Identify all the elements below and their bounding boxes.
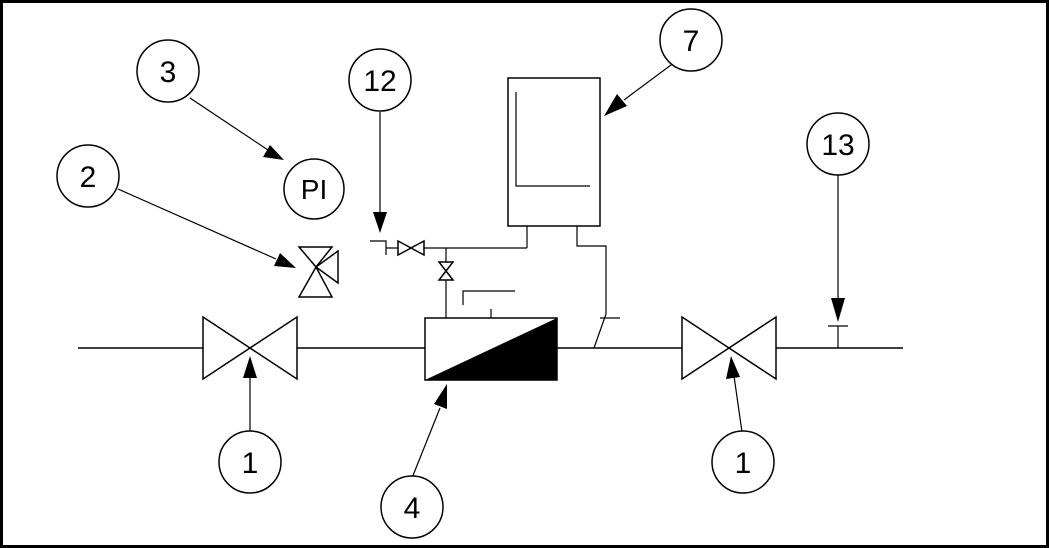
- arrow-12: [373, 212, 387, 233]
- svg-text:3: 3: [160, 56, 177, 89]
- svg-text:1: 1: [735, 447, 752, 480]
- arrow-4: [434, 384, 447, 409]
- arrow-2: [274, 253, 296, 268]
- arrow-7: [604, 94, 627, 116]
- callout-1-left: 1: [218, 430, 282, 494]
- callout-2: 2: [56, 144, 120, 208]
- left-isolation-valve: [202, 315, 298, 381]
- impulse-valve-horizontal: [397, 239, 425, 257]
- callout-4: 4: [380, 475, 444, 539]
- callout-13: 13: [806, 112, 870, 176]
- gauge-label: PI: [301, 174, 327, 205]
- callout-1-right: 1: [711, 430, 775, 494]
- arrow-3: [263, 145, 284, 160]
- callout-12: 12: [348, 48, 412, 112]
- svg-text:12: 12: [363, 65, 396, 98]
- arrow-1-left: [243, 356, 257, 378]
- arrow-1-right: [726, 356, 740, 379]
- arrow-13: [831, 298, 845, 322]
- svg-text:7: 7: [683, 25, 700, 58]
- svg-text:2: 2: [80, 161, 97, 194]
- callout-7: 7: [659, 8, 723, 72]
- test-point: [828, 325, 848, 348]
- pressure-gauge: PI: [283, 158, 345, 220]
- instrument-tap-end: [370, 240, 387, 255]
- callout-3: 3: [136, 39, 200, 103]
- impulse-valve-vertical: [437, 261, 455, 281]
- transmitter-box: [507, 77, 601, 227]
- svg-text:1: 1: [242, 447, 259, 480]
- svg-text:4: 4: [404, 492, 421, 525]
- right-isolation-valve: [681, 315, 777, 381]
- meter-bracket: [462, 290, 515, 305]
- flow-meter: [424, 317, 558, 381]
- vent-valve: [297, 246, 339, 298]
- return-line: [576, 226, 607, 349]
- svg-text:13: 13: [821, 129, 854, 162]
